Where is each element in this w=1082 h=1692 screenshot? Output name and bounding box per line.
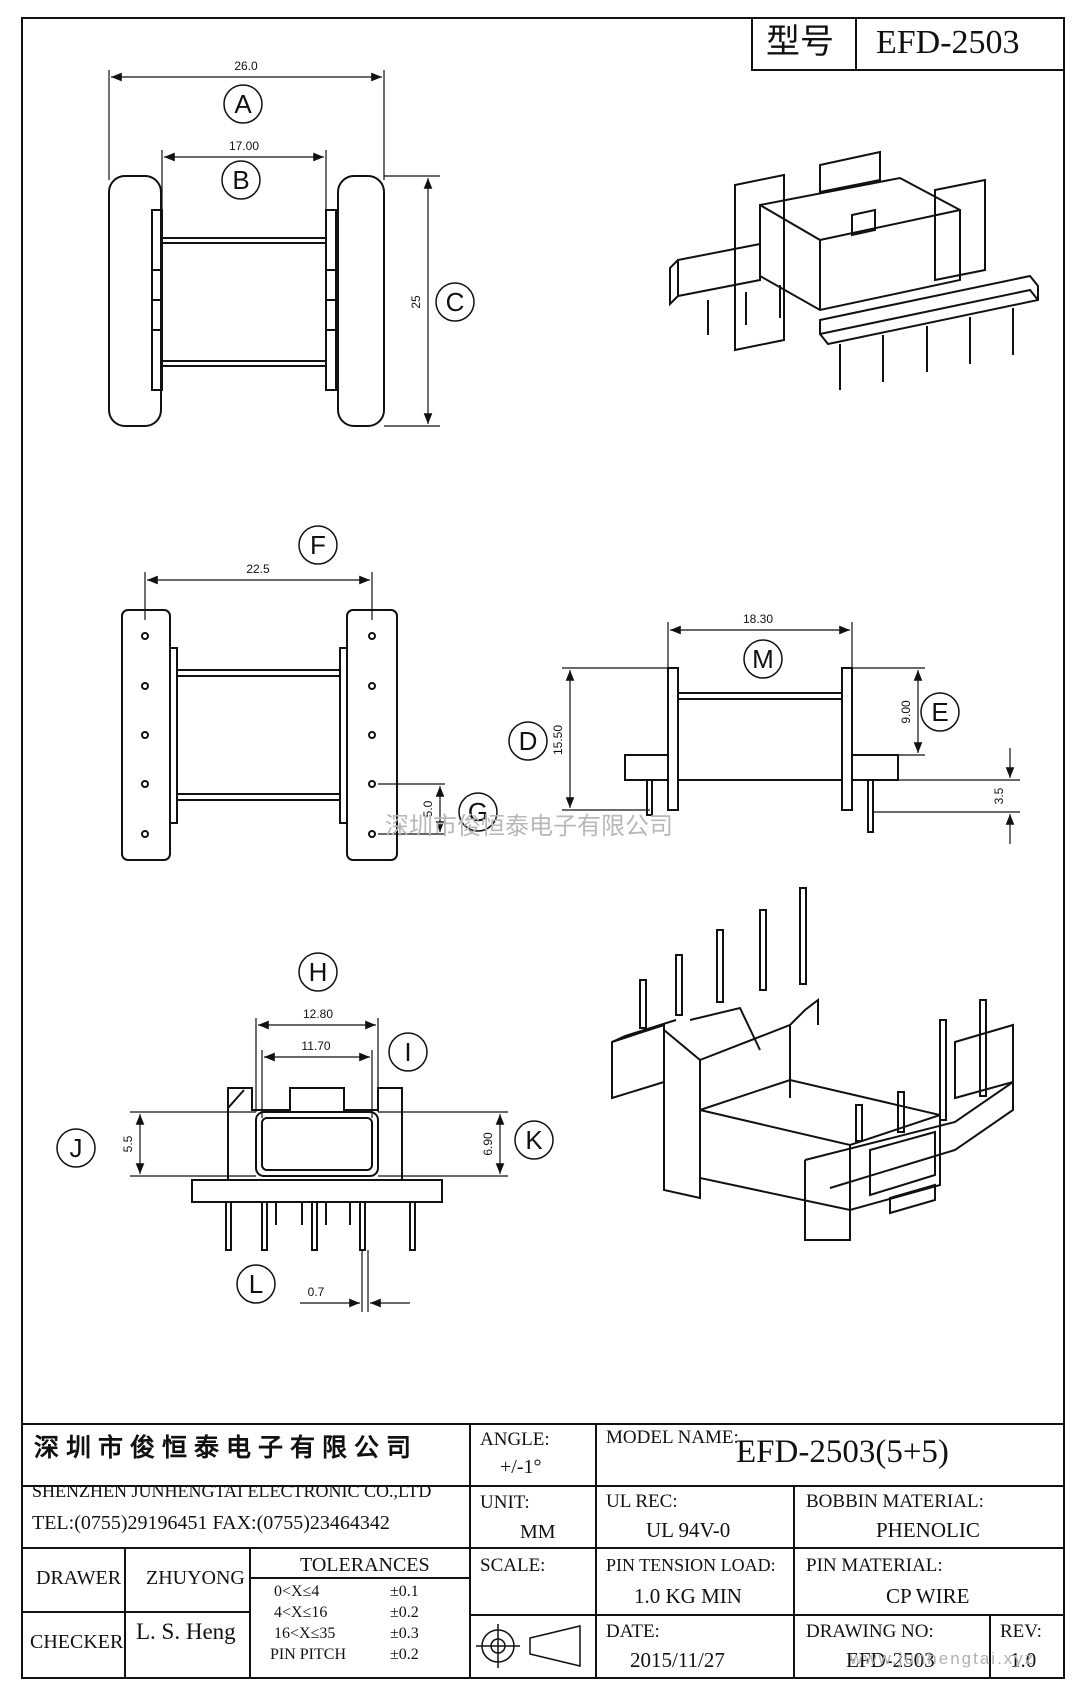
tolerance-value-2: ±0.2 bbox=[390, 1604, 419, 1621]
pin-tension-value: 1.0 KG MIN bbox=[634, 1584, 742, 1608]
dim-value-i: 11.70 bbox=[301, 1039, 330, 1053]
projection-symbol-icon bbox=[476, 1624, 581, 1668]
dim-value-k: 6.90 bbox=[481, 1132, 495, 1156]
model-name-label: MODEL NAME: bbox=[606, 1427, 739, 1448]
bobbin-material-label: BOBBIN MATERIAL: bbox=[806, 1491, 984, 1512]
tolerance-value-1: ±0.1 bbox=[390, 1583, 419, 1600]
view-iso-top bbox=[669, 150, 1039, 390]
title-block-grid bbox=[22, 1423, 1064, 1678]
callout-i: I bbox=[404, 1037, 411, 1067]
callout-h: H bbox=[309, 957, 328, 987]
date-value: 2015/11/27 bbox=[630, 1648, 725, 1672]
angle-label: ANGLE: bbox=[480, 1429, 550, 1450]
checker-name: L. S. Heng bbox=[136, 1619, 236, 1644]
pin-material-value: CP WIRE bbox=[886, 1584, 970, 1608]
ul-rec-value: UL 94V-0 bbox=[646, 1518, 731, 1542]
tolerance-range-4: PIN PITCH bbox=[270, 1646, 347, 1663]
view-top bbox=[108, 175, 385, 427]
tolerances-label: TOLERANCES bbox=[300, 1554, 430, 1576]
dim-value-b: 17.00 bbox=[229, 139, 259, 153]
dim-value-g: 5.0 bbox=[421, 800, 435, 817]
drawing-no-value: EFD-2503 bbox=[846, 1648, 935, 1672]
tolerance-range-2: 4<X≤16 bbox=[274, 1604, 328, 1621]
view-side bbox=[624, 667, 899, 833]
callout-letters bbox=[56, 84, 960, 1304]
pin-material-label: PIN MATERIAL: bbox=[806, 1555, 943, 1576]
company-name-en: SHENZHEN JUNHENGTAI ELECTRONIC CO.,LTD bbox=[32, 1481, 432, 1501]
drawing-border bbox=[21, 17, 1065, 1679]
date-label: DATE: bbox=[606, 1621, 660, 1642]
dim-value-c: 25 bbox=[409, 295, 423, 309]
dim-lines-side bbox=[562, 622, 1020, 844]
bobbin-material-value: PHENOLIC bbox=[876, 1518, 980, 1542]
dim-value-f: 22.5 bbox=[246, 562, 270, 576]
callout-b: B bbox=[232, 165, 249, 195]
callout-e: E bbox=[931, 697, 948, 727]
tolerance-range-3: 16<X≤35 bbox=[274, 1625, 336, 1642]
dim-value-m: 18.30 bbox=[743, 612, 773, 626]
watermark: 深圳市俊恒泰电子有限公司 bbox=[385, 812, 673, 840]
angle-value: +/-1° bbox=[500, 1456, 542, 1478]
callout-g: G bbox=[468, 797, 488, 827]
site-watermark: www.junhengtai.xyz bbox=[850, 1649, 1036, 1668]
callout-f: F bbox=[310, 530, 326, 560]
dim-lines-top bbox=[108, 70, 440, 427]
tolerance-value-3: ±0.3 bbox=[390, 1625, 419, 1642]
drawer-label: DRAWER bbox=[36, 1567, 122, 1589]
view-iso-bottom bbox=[611, 887, 1014, 1241]
callout-m: M bbox=[752, 644, 774, 674]
callout-a: A bbox=[234, 89, 252, 119]
company-contact: TEL:(0755)29196451 FAX:(0755)23464342 bbox=[32, 1512, 390, 1534]
callout-c: C bbox=[446, 287, 465, 317]
ul-rec-label: UL REC: bbox=[606, 1491, 678, 1512]
tolerance-range-1: 0<X≤4 bbox=[274, 1583, 320, 1600]
dim-value-l: 0.7 bbox=[308, 1285, 325, 1299]
callout-d: D bbox=[519, 726, 538, 756]
header-model-box bbox=[751, 17, 1065, 71]
dim-value-pin: 3.5 bbox=[992, 787, 1006, 804]
callout-l: L bbox=[249, 1269, 263, 1299]
dim-value-j: 5.5 bbox=[121, 1135, 135, 1152]
tolerance-value-4: ±0.2 bbox=[390, 1646, 419, 1663]
model-name-value: EFD-2503(5+5) bbox=[736, 1434, 949, 1470]
dim-value-h: 12.80 bbox=[303, 1007, 333, 1021]
dim-value-e: 9.00 bbox=[899, 700, 913, 724]
dim-value-a: 26.0 bbox=[234, 59, 258, 73]
view-end bbox=[191, 1087, 443, 1251]
unit-value: MM bbox=[520, 1521, 556, 1543]
callout-j: J bbox=[70, 1133, 83, 1163]
checker-label: CHECKER bbox=[30, 1631, 124, 1653]
rev-value: 1.0 bbox=[1010, 1648, 1037, 1672]
callout-k: K bbox=[525, 1125, 543, 1155]
dim-value-d: 15.50 bbox=[551, 725, 565, 755]
header-model-value: EFD-2503 bbox=[876, 24, 1020, 61]
header-model-label: 型号 bbox=[766, 24, 834, 61]
scale-label: SCALE: bbox=[480, 1555, 546, 1576]
view-front bbox=[121, 609, 398, 861]
unit-label: UNIT: bbox=[480, 1492, 530, 1513]
dim-lines-front bbox=[144, 572, 445, 835]
drawer-name: ZHUYONG bbox=[146, 1567, 245, 1589]
drawing-no-label: DRAWING NO: bbox=[806, 1621, 934, 1642]
dim-lines-end bbox=[130, 1018, 508, 1312]
pin-tension-label: PIN TENSION LOAD: bbox=[606, 1555, 776, 1575]
company-name-cn: 深圳市俊恒泰电子有限公司 bbox=[34, 1434, 419, 1462]
rev-label: REV: bbox=[1000, 1621, 1042, 1642]
